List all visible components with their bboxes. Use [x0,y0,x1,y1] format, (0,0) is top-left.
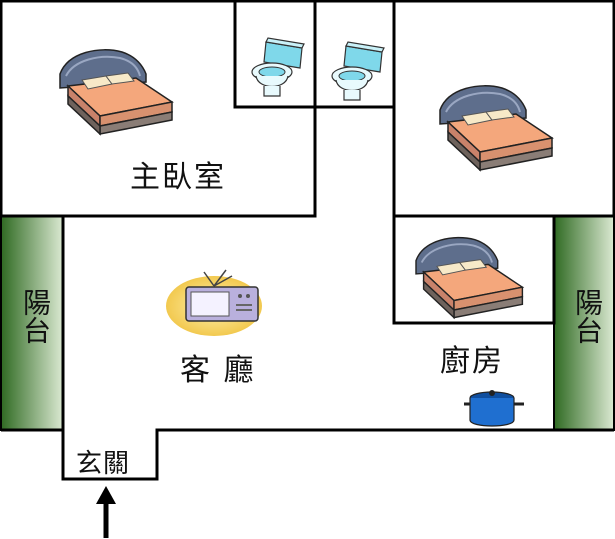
left-balcony [0,215,64,431]
entrance-arrow-icon [96,486,116,538]
walls [0,0,615,481]
toilet-icon [251,37,305,97]
right-balcony-label: 陽台 [571,288,604,344]
bed-icon [439,84,553,171]
pot-icon [464,390,524,427]
bed-icon [415,236,524,319]
left-balcony-label: 陽台 [19,288,52,344]
tv-icon [166,269,262,336]
toilet-icon [331,41,385,101]
entrance-label: 玄關 [76,449,131,479]
right-balcony [553,215,615,431]
bed-icon [59,48,173,135]
master-bedroom-label: 主臥室 [130,160,226,195]
kitchen-label: 廚房 [440,344,504,379]
living-room-label: 客 廳 [180,353,256,388]
